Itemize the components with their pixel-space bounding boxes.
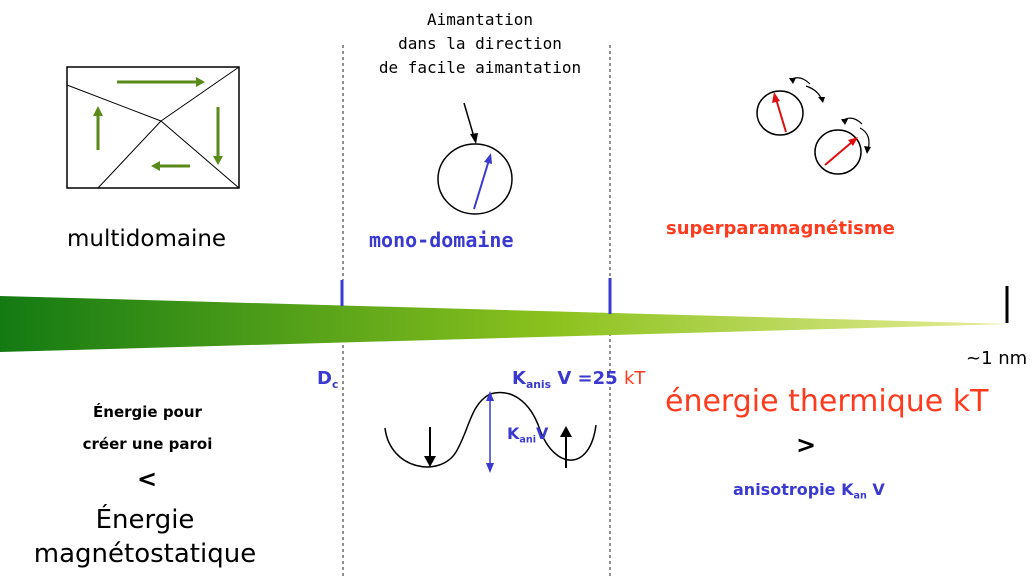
greater-than-sign: > <box>796 431 817 459</box>
multidomaine-label: multidomaine <box>67 226 227 252</box>
magnetostatique-word: magnétostatique <box>33 539 257 569</box>
monodomain-particle <box>437 102 513 215</box>
kanis-sub: anis <box>525 377 552 391</box>
anisotropy-energy-curve <box>384 391 597 473</box>
energie-magnetostatique: Énergie magnétostatique <box>0 503 290 571</box>
kani-v: V <box>536 424 549 443</box>
dc-sub: c <box>331 377 339 391</box>
thermal-energy-label: énergie thermique kT <box>665 384 989 419</box>
magnetization-annotation: Aimantation dans la direction de facile … <box>360 8 600 80</box>
aniso-suffix: V <box>866 480 885 499</box>
superparamagnetic-particles <box>756 77 871 175</box>
dc-main: D <box>317 368 332 389</box>
annotation-line-3: de facile aimantation <box>378 58 582 77</box>
annotation-line-1: Aimantation <box>427 10 533 29</box>
kani-k: K <box>507 424 520 443</box>
energy-wall-line-1: Énergie pour <box>93 403 202 421</box>
kanis-label: Kanis V =25 kT <box>512 368 645 391</box>
anisotropy-label: anisotropie Kan V <box>733 480 885 501</box>
size-scale-wedge <box>0 296 1010 352</box>
mono-domaine-label: mono-domaine <box>369 228 514 252</box>
magnetization-arrow <box>473 159 490 210</box>
dc-label: Dc <box>317 368 338 391</box>
less-than-sign: < <box>137 465 158 493</box>
aniso-sub: an <box>853 490 867 502</box>
multidomain-diagram <box>66 66 240 189</box>
superparamagnetisme-label: superparamagnétisme <box>666 218 895 239</box>
energy-wall-line-2: créer une paroi <box>82 435 213 453</box>
kanis-k: K <box>512 368 526 389</box>
kanis-kt: kT <box>623 368 646 389</box>
energy-wall-text: Énergie pour créer une paroi <box>25 396 270 460</box>
kanis-rest: V =25 <box>551 368 624 389</box>
aniso-prefix: anisotropie K <box>733 480 854 499</box>
energie-word: Énergie <box>95 505 195 535</box>
nm-label: ~1 nm <box>966 348 1028 369</box>
kani-sub: ani <box>519 434 536 446</box>
kaniv-label: KaniV <box>507 424 548 445</box>
annotation-line-2: dans la direction <box>398 34 562 53</box>
annotation-pointer-arrow <box>463 102 475 138</box>
